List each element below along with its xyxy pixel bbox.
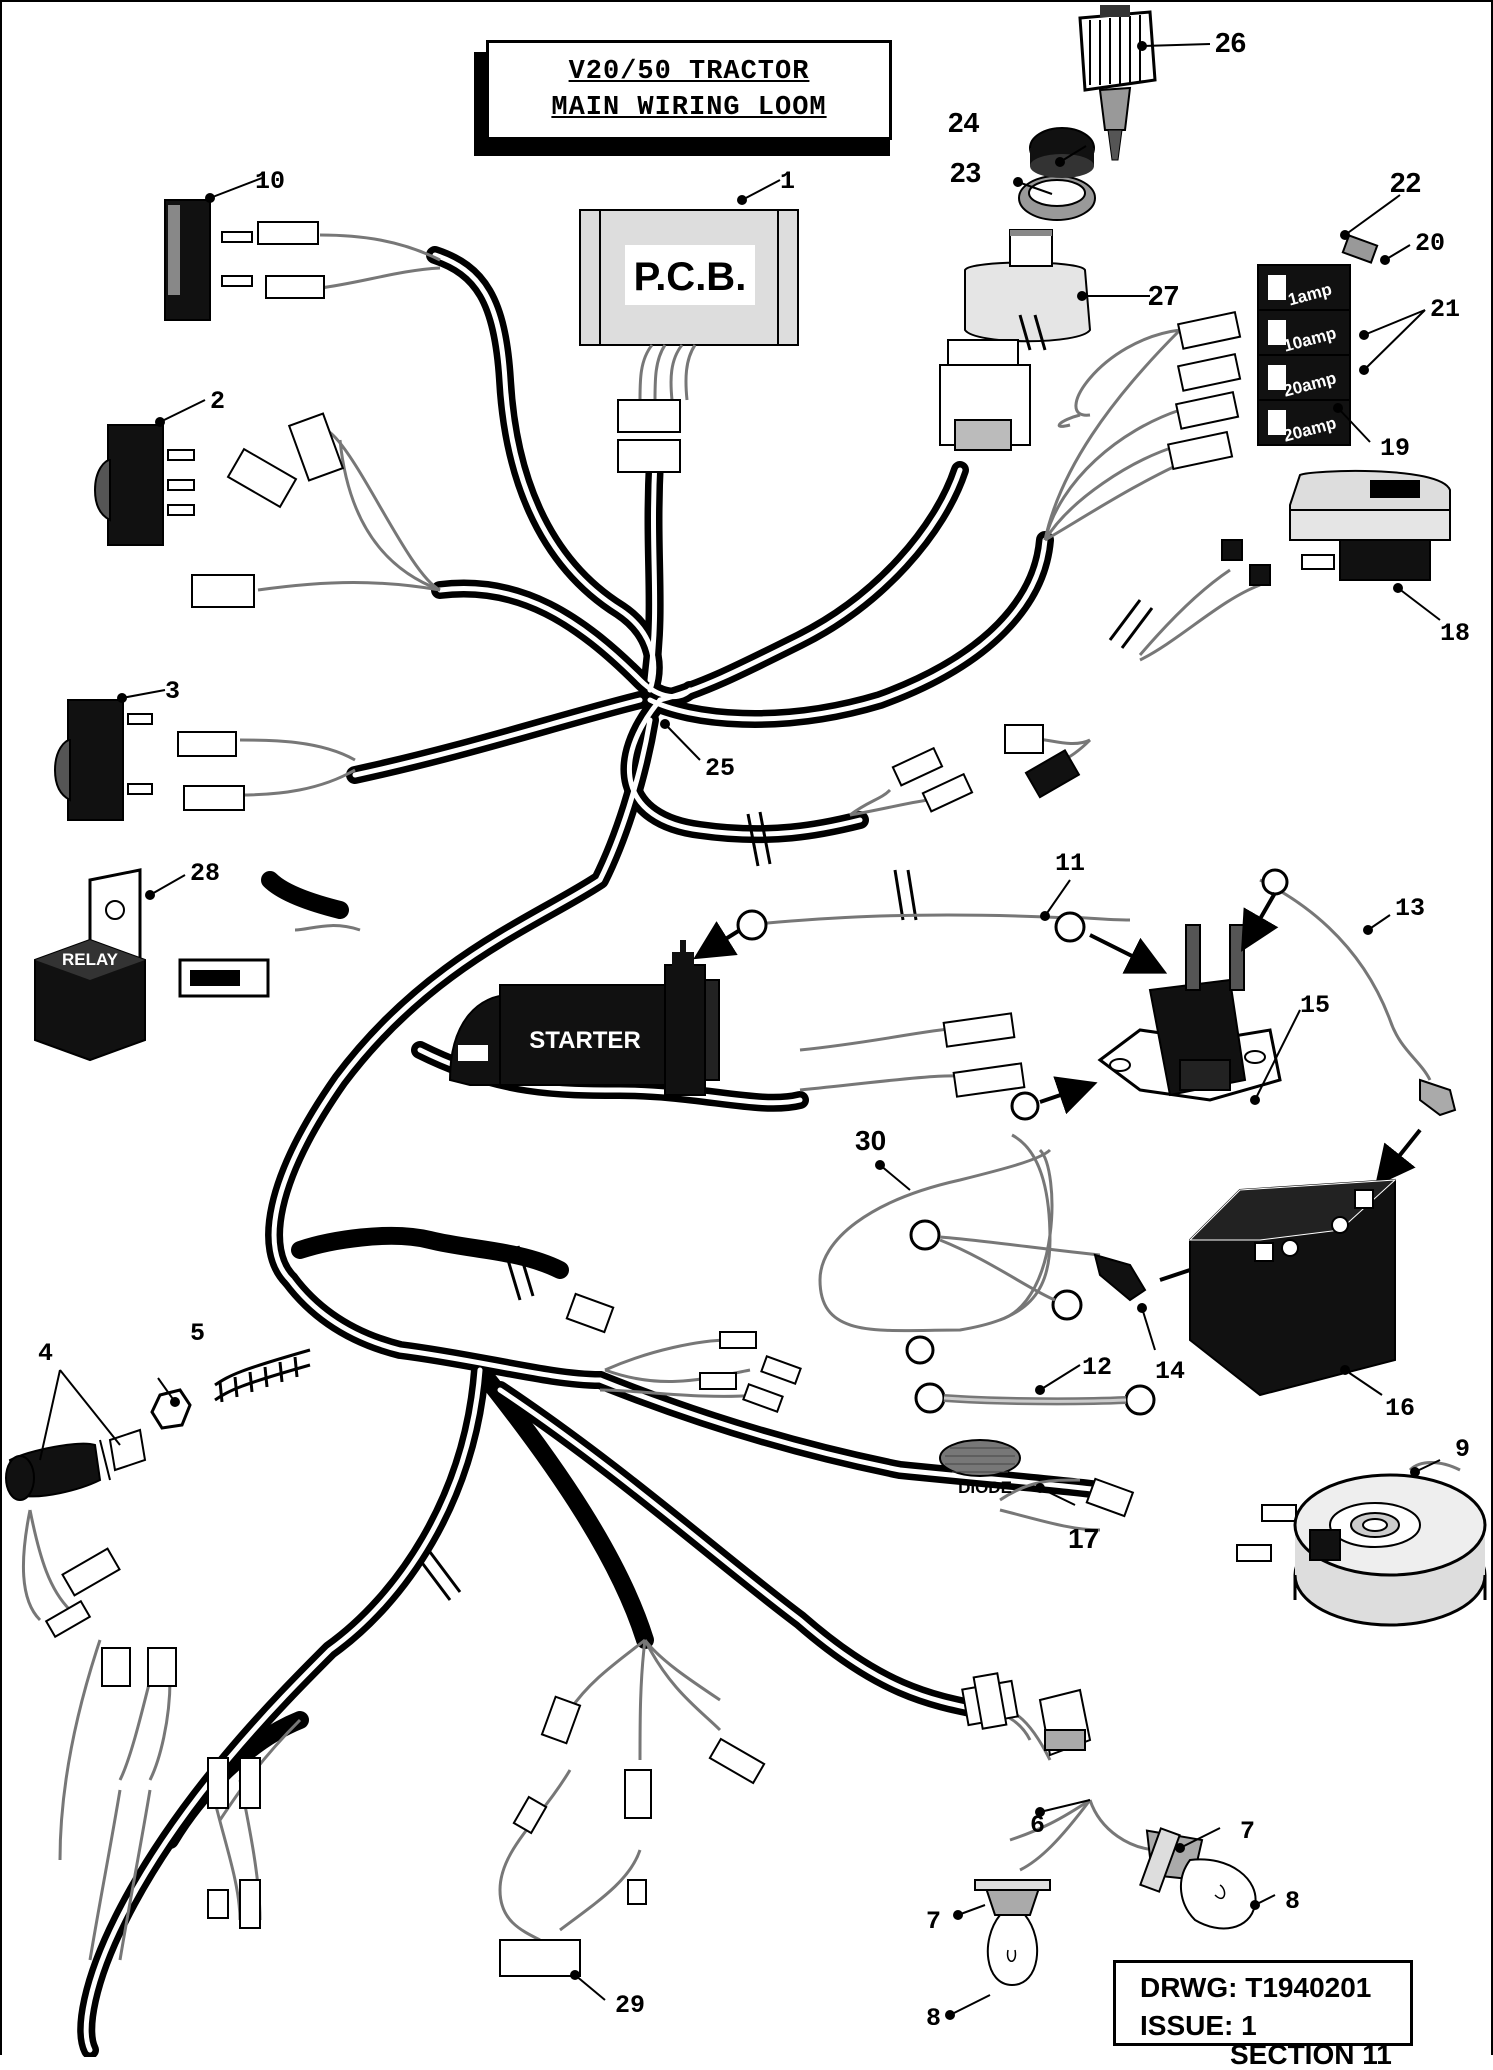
pto-clutch-9 <box>1293 1473 1487 1627</box>
callout-27: 27 <box>1148 280 1179 311</box>
lamp-7-8-left <box>974 1879 1051 1987</box>
callout-11: 11 <box>1055 849 1085 878</box>
callout-3: 3 <box>165 677 180 706</box>
callout-22: 22 <box>1390 167 1421 198</box>
callout-21: 21 <box>1430 295 1460 324</box>
cable-30 <box>905 1076 1098 1365</box>
fuse-connectors <box>1166 311 1242 471</box>
callout-23: 23 <box>950 157 981 188</box>
switch-4-and-spring-5 <box>5 1348 311 1929</box>
callout-13: 13 <box>1395 894 1425 923</box>
callout-19: 19 <box>1380 434 1410 463</box>
callout-5: 5 <box>190 1319 205 1348</box>
key-26 <box>1078 5 1157 161</box>
seat-switch-connectors <box>1004 539 1271 799</box>
lamp-harness-6 <box>961 1672 1092 1757</box>
callout-6: 6 <box>1030 1811 1045 1840</box>
callout-14: 14 <box>1155 1357 1185 1386</box>
section-label: SECTION 11 <box>1230 2039 1392 2070</box>
drawing-number: DRWG: T1940201 <box>1140 1972 1372 2003</box>
cable-11 <box>693 909 1168 974</box>
switch-2 <box>93 412 345 608</box>
callout-18: 18 <box>1440 619 1470 648</box>
battery-16 <box>1188 1178 1397 1397</box>
callout-8b: 8 <box>926 2004 941 2033</box>
callout-8a: 8 <box>1285 1887 1300 1916</box>
cable-13 <box>1241 868 1457 1187</box>
cable-12 <box>914 1382 1156 1416</box>
loom-connectors-17 <box>565 1292 1297 1562</box>
callout-26: 26 <box>1215 27 1246 58</box>
relay: RELAY <box>34 868 270 1062</box>
thin-wires <box>22 233 1461 1961</box>
callout-10: 10 <box>255 167 285 196</box>
title-line-1: V20/50 TRACTOR <box>568 57 810 87</box>
callout-29: 29 <box>615 1991 645 2020</box>
harness-29 <box>499 1695 766 1977</box>
switch-3 <box>53 699 245 821</box>
callout-12: 12 <box>1082 1353 1112 1382</box>
nut-24 <box>1029 127 1095 178</box>
pcb-label: P.C.B. <box>634 255 747 299</box>
pcb-unit: P.C.B. <box>579 209 799 473</box>
title-block: V20/50 TRACTOR MAIN WIRING LOOM <box>486 40 892 140</box>
starter-motor: STARTER <box>448 940 720 1096</box>
seat-switch <box>1289 469 1451 581</box>
callout-numbers: 1 2 3 4 5 6 7 7 8 8 9 10 11 12 13 14 15 … <box>38 27 1470 2033</box>
callout-7b: 7 <box>926 1907 941 1936</box>
loom-connectors-25 <box>891 746 974 813</box>
bezel-23 <box>1018 175 1096 221</box>
callout-16: 16 <box>1385 1394 1415 1423</box>
callout-4: 4 <box>38 1339 53 1368</box>
starter-label: STARTER <box>529 1027 641 1054</box>
callout-24: 24 <box>948 107 980 138</box>
diode-label: DIODE <box>958 1478 1012 1497</box>
ignition-switch <box>939 229 1092 451</box>
callout-17: 17 <box>1068 1523 1099 1554</box>
leader-dots <box>117 41 1420 2020</box>
callout-2: 2 <box>210 387 225 416</box>
callout-20: 20 <box>1415 229 1445 258</box>
callout-15: 15 <box>1300 991 1330 1020</box>
callout-30: 30 <box>855 1125 886 1156</box>
callout-28: 28 <box>190 859 220 888</box>
main-loom <box>77 246 1109 2057</box>
callout-25: 25 <box>705 754 735 783</box>
relay-label: RELAY <box>62 950 119 969</box>
callout-1: 1 <box>780 167 795 196</box>
switch-10 <box>164 199 325 321</box>
fuse-block: 1amp 10amp 20amp 20amp <box>1257 234 1379 446</box>
diode-17: DIODE <box>939 1439 1021 1497</box>
lamp-7-8-right <box>1139 1827 1257 1930</box>
starter-connectors <box>942 1012 1026 1098</box>
harness-break-marks <box>418 599 1154 1601</box>
issue-number: ISSUE: 1 <box>1140 2010 1257 2041</box>
drawing-number-block: DRWG: T1940201 ISSUE: 1 <box>1113 1960 1413 2046</box>
title-line-2: MAIN WIRING LOOM <box>551 93 827 123</box>
callout-9: 9 <box>1455 1435 1470 1464</box>
solenoid-15 <box>1097 924 1282 1102</box>
callout-7a: 7 <box>1240 1817 1255 1846</box>
